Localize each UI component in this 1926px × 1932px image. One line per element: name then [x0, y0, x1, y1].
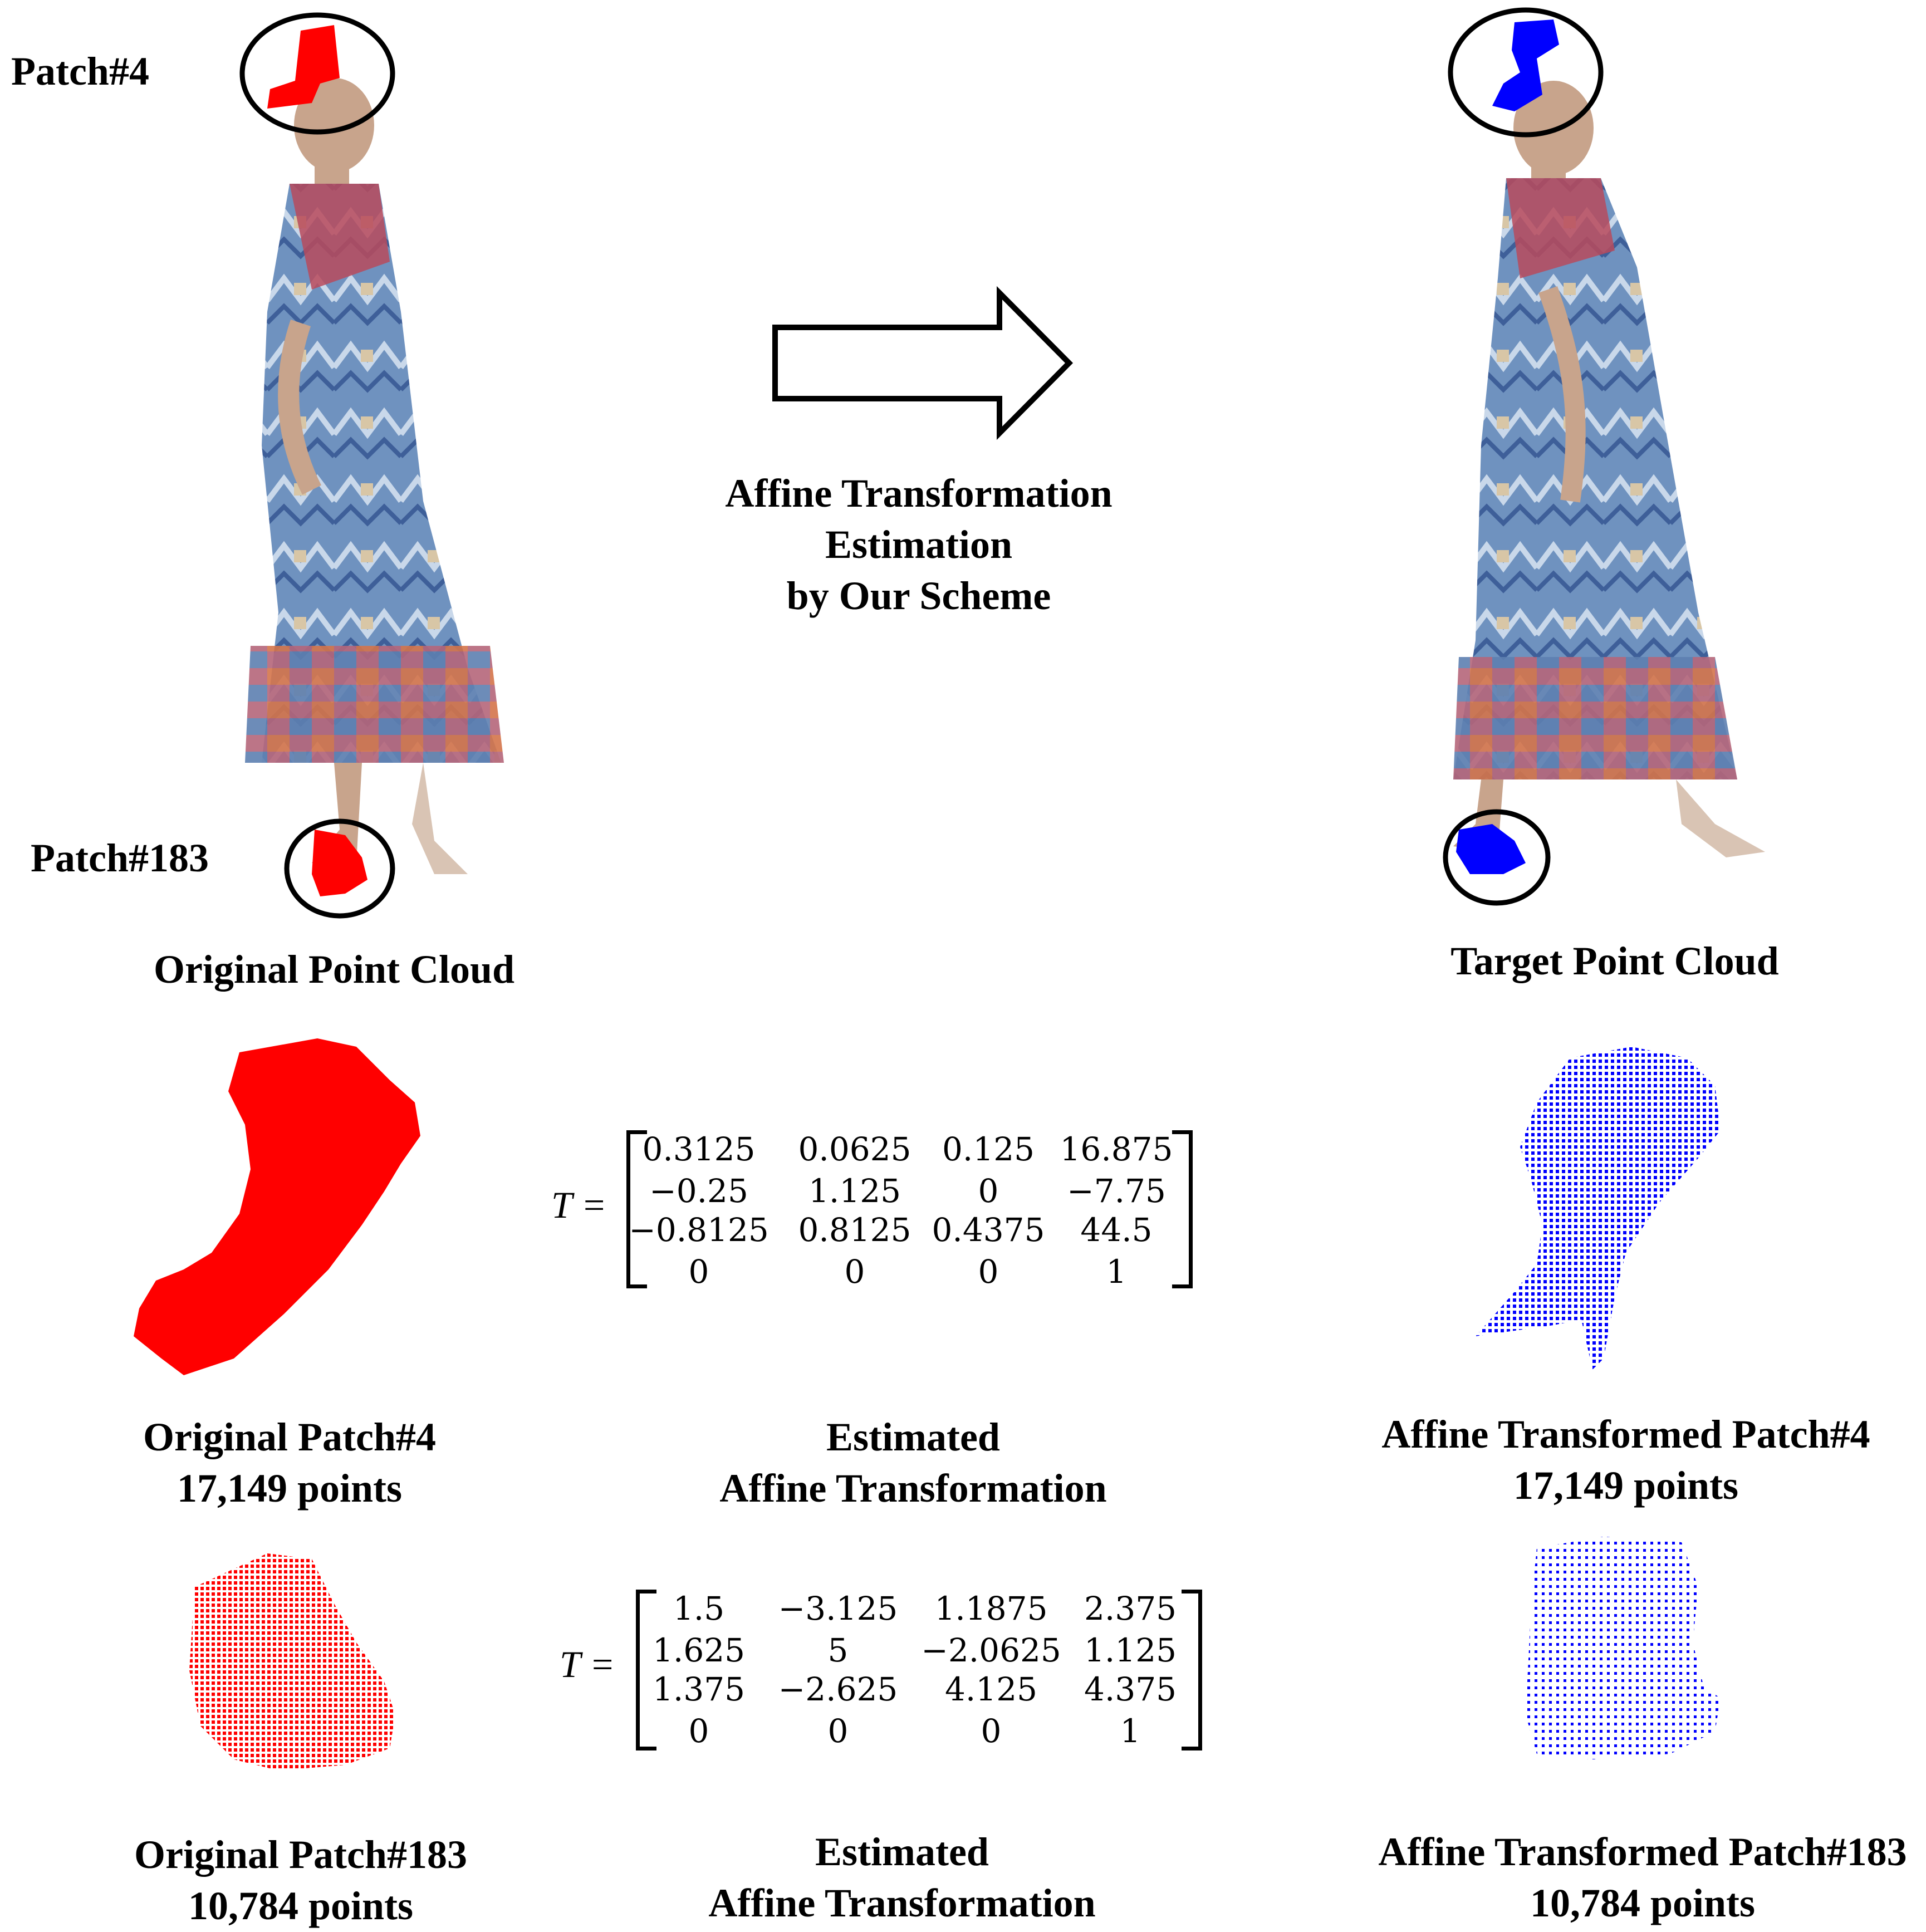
caption-line: 17,149 points: [177, 1466, 403, 1511]
patch4-circle-original: [239, 12, 395, 135]
caption-line: 10,784 points: [188, 1884, 414, 1928]
caption-line: Estimated: [815, 1830, 989, 1874]
caption-line: Original Patch#4: [143, 1415, 436, 1459]
arrow-caption-line: Affine Transformation: [725, 471, 1113, 516]
target-point-cloud: [1443, 7, 1765, 906]
estimated-transform-caption-2: Estimated Affine Transformation: [624, 1826, 1180, 1929]
arrow-caption: Affine Transformation Estimation by Our …: [640, 468, 1197, 621]
original-patch4-caption: Original Patch#4 17,149 points: [11, 1411, 568, 1514]
original-patch4-shape: [134, 1038, 420, 1375]
caption-line: Affine Transformed Patch#4: [1381, 1412, 1870, 1457]
patch4-circle-target: [1448, 7, 1604, 138]
patch183-circle-original: [284, 818, 395, 919]
patch183-circle-target: [1443, 809, 1551, 906]
patch4-highlight-target: [1492, 19, 1559, 111]
transformed-patch4-caption: Affine Transformed Patch#4 17,149 points: [1347, 1409, 1904, 1511]
caption-line: 10,784 points: [1530, 1881, 1756, 1925]
original-cloud-caption: Original Point Cloud: [153, 947, 515, 992]
caption-line: 17,149 points: [1513, 1463, 1739, 1508]
patch4-highlight-original: [267, 25, 340, 109]
transformed-patch4-shape: [1476, 1047, 1721, 1370]
transformed-patch183-caption: Affine Transformed Patch#183 10,784 poin…: [1364, 1826, 1921, 1929]
caption-line: Estimated: [826, 1415, 1000, 1459]
transformation-arrow: [772, 286, 1074, 440]
patch4-marker-label: Patch#4: [11, 49, 149, 94]
target-cloud-caption: Target Point Cloud: [1450, 939, 1779, 983]
patch183-highlight-original: [312, 830, 367, 896]
estimated-transform-caption-1: Estimated Affine Transformation: [635, 1411, 1192, 1514]
caption-line: Original Patch#183: [134, 1832, 467, 1877]
arrow-caption-line: by Our Scheme: [786, 573, 1051, 618]
patch183-highlight-target: [1456, 824, 1526, 874]
arrow-caption-line: Estimation: [825, 522, 1013, 567]
patch183-marker-label: Patch#183: [31, 836, 209, 880]
transformed-patch183-shape: [1526, 1537, 1721, 1759]
original-patch183-caption: Original Patch#183 10,784 points: [22, 1829, 579, 1931]
original-point-cloud: [239, 12, 504, 919]
original-patch183-shape: [189, 1553, 395, 1771]
caption-line: Affine Transformation: [719, 1466, 1107, 1511]
caption-line: Affine Transformation: [708, 1881, 1096, 1925]
caption-line: Affine Transformed Patch#183: [1378, 1830, 1907, 1874]
